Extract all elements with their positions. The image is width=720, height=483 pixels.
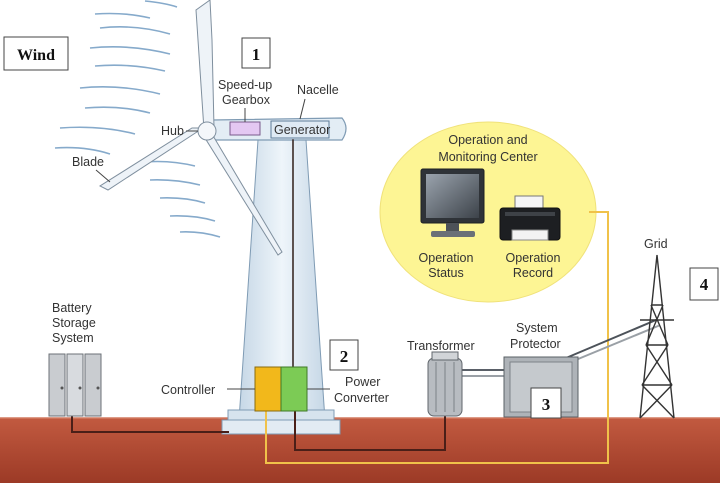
controller-label: Controller [161, 383, 215, 397]
wiring [71, 139, 660, 464]
battery-label-line3: System [52, 331, 94, 345]
turbine-blades [98, 0, 283, 256]
grid-label: Grid [644, 237, 668, 251]
center-title-line2: Monitoring Center [438, 150, 537, 164]
printer-icon [499, 195, 561, 241]
battery-label-line2: Storage [52, 316, 96, 330]
nacelle [211, 117, 347, 141]
callout-2: 2 [329, 339, 359, 371]
monitor-icon [420, 168, 485, 237]
record-label-line2: Record [513, 266, 553, 280]
protector-label-line1: System [516, 321, 558, 335]
center-title-line1: Operation and [448, 133, 527, 147]
callout-3: 3 [530, 387, 562, 419]
callout-1: 1 [241, 37, 271, 69]
blade-leader [95, 169, 111, 183]
svg-text:1: 1 [252, 45, 261, 64]
controller-converter [254, 366, 308, 412]
monitoring-center: Operation and Monitoring Center Operatio… [379, 121, 597, 303]
wind-label-box: Wind [3, 36, 69, 71]
wind-label: Wind [17, 47, 55, 64]
blade-label: Blade [72, 155, 104, 169]
svg-text:2: 2 [340, 347, 349, 366]
status-label-line2: Status [428, 266, 463, 280]
gearbox-label-line1: Speed-up [218, 78, 272, 92]
record-label-line1: Operation [506, 251, 561, 265]
converter-label-line1: Power [345, 375, 380, 389]
battery-icon [48, 353, 102, 417]
hub-label: Hub [161, 124, 184, 138]
status-label-line1: Operation [419, 251, 474, 265]
nacelle-label: Nacelle [297, 83, 339, 97]
wind-streaks [54, 0, 221, 238]
gearbox-label-line2: Gearbox [222, 93, 271, 107]
nacelle-leader [299, 98, 306, 120]
protector-label-line2: Protector [510, 337, 561, 351]
svg-text:3: 3 [542, 395, 551, 414]
svg-text:4: 4 [700, 275, 709, 294]
callout-4: 4 [689, 267, 719, 301]
converter-label-line2: Converter [334, 391, 389, 405]
transmission-tower-icon [639, 254, 675, 419]
generator-label: Generator [274, 123, 330, 137]
transformer-label: Transformer [407, 339, 475, 353]
transformer-icon [427, 351, 463, 417]
battery-label-line1: Battery [52, 301, 92, 315]
